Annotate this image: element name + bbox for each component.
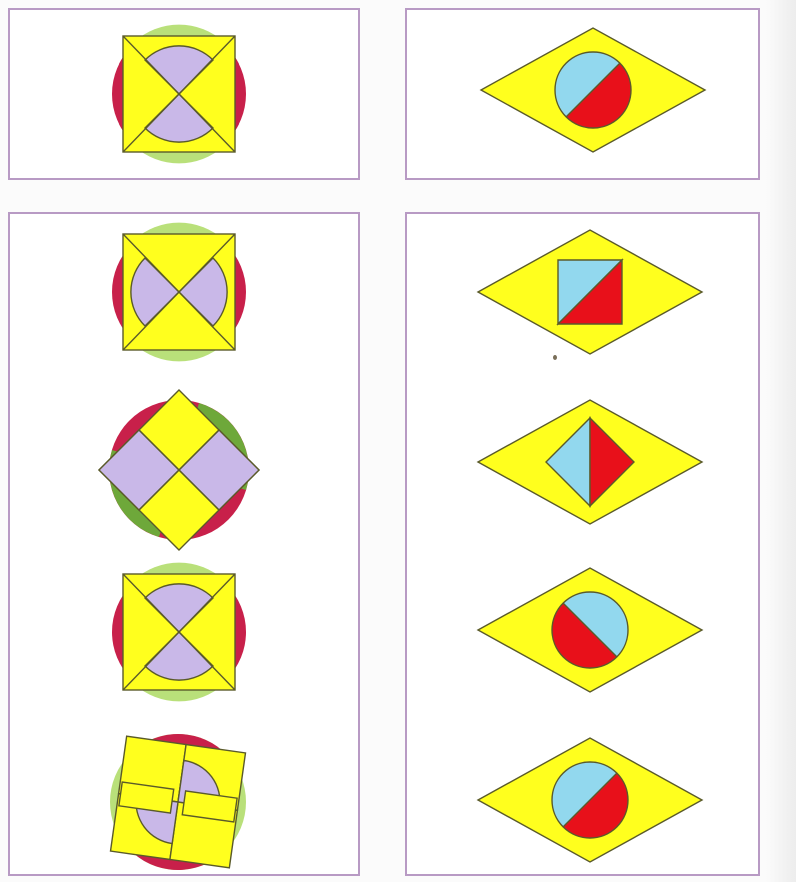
option-right-1-rhombus-split-square-icon bbox=[475, 228, 705, 356]
print-speck bbox=[553, 355, 557, 360]
example-square-hourglass-icon bbox=[105, 22, 253, 166]
option-left-4-pinwheel-icon bbox=[100, 728, 256, 876]
option-right-2-rhombus-split-diamond-icon bbox=[475, 398, 705, 526]
example-rhombus-split-circle-icon bbox=[478, 26, 708, 154]
option-right-4-rhombus-split-circle-icon bbox=[475, 736, 705, 864]
option-left-1-square-bowtie-icon bbox=[105, 220, 253, 364]
option-left-3-square-hourglass-icon bbox=[105, 560, 253, 704]
page-edge-shadow bbox=[766, 0, 796, 882]
option-right-3-rhombus-split-circle-icon bbox=[475, 566, 705, 694]
option-left-2-rotated-square-icon bbox=[96, 388, 262, 552]
